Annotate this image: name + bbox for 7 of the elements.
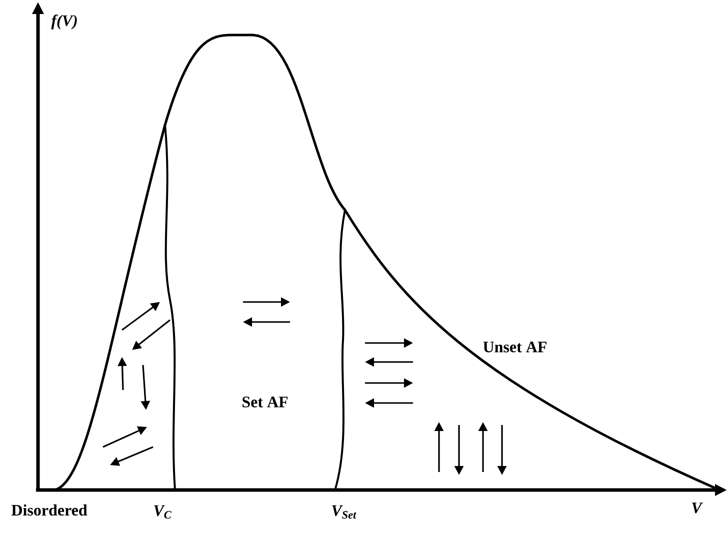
axis-label: Disordered — [12, 504, 88, 516]
axis-label: V$_{Set}$ — [332, 505, 356, 519]
axis-label: V — [692, 502, 703, 514]
axis-label: f(V) — [51, 14, 77, 30]
region-label: Set AF — [242, 396, 288, 408]
region-label: Unset AF — [483, 342, 546, 352]
axis-label: V$_{C}$ — [154, 505, 172, 519]
